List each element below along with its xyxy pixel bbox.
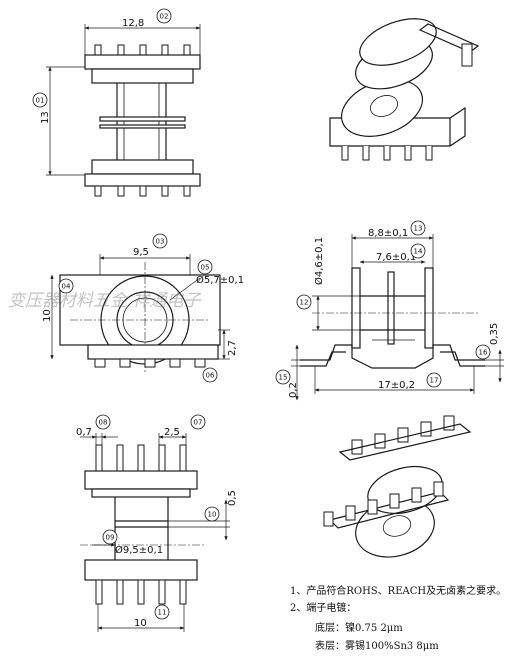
dim-diameter-9-5: Ø9,5±0,1 bbox=[115, 544, 163, 556]
dim-diameter-5-7: Ø5,7±0,1 bbox=[196, 274, 244, 286]
note-line-2: 2、端子电镀： bbox=[290, 601, 356, 614]
dim-length-17: 17±0,2 bbox=[378, 380, 415, 391]
dim-pitch-2-5: 2,5 bbox=[164, 427, 180, 438]
dim-diameter-4-6: Ø4,6±0,1 bbox=[313, 237, 325, 285]
balloon-06: 06 bbox=[206, 372, 215, 380]
dim-0-5: 0,5 bbox=[227, 490, 238, 506]
balloon-16: 16 bbox=[479, 349, 488, 357]
balloon-09: 09 bbox=[106, 534, 115, 542]
side-pins bbox=[87, 344, 219, 368]
balloon-04: 04 bbox=[62, 283, 71, 291]
note-line-4: 表层：雾锡100%Sn3 8μm bbox=[315, 639, 439, 652]
dim-height-13: 13 bbox=[40, 111, 51, 124]
bottom-view: 0,7 08 2,5 07 0,5 10 Ø9,5±0,1 09 10 11 bbox=[76, 414, 238, 632]
dim-height-10: 10 bbox=[42, 309, 53, 322]
balloon-12: 12 bbox=[300, 299, 309, 307]
balloon-05: 05 bbox=[201, 264, 210, 272]
balloon-02: 02 bbox=[160, 13, 169, 21]
balloon-08: 08 bbox=[99, 419, 108, 427]
side-view: 9,5 03 05 Ø5,7±0,1 10 04 2,7 06 bbox=[42, 233, 244, 383]
notes-block: 1、产品符合ROHS、REACH及无卤素之要求。 2、端子电镀： 底层：镍0.7… bbox=[290, 584, 506, 652]
iso-bottom-top-pins bbox=[351, 415, 455, 455]
balloon-14: 14 bbox=[414, 248, 423, 256]
balloon-01: 01 bbox=[36, 97, 45, 105]
balloon-17: 17 bbox=[430, 377, 439, 385]
balloon-10: 10 bbox=[208, 511, 217, 519]
front-view: 12,8 02 13 01 bbox=[32, 8, 201, 197]
balloon-07: 07 bbox=[194, 419, 203, 427]
balloon-11: 11 bbox=[158, 609, 167, 617]
balloon-15: 15 bbox=[279, 374, 288, 382]
top-pins bbox=[94, 44, 191, 56]
iso-pins bbox=[341, 146, 433, 161]
note-line-3: 底层：镍0.75 2μm bbox=[315, 621, 403, 634]
balloon-13: 13 bbox=[414, 225, 423, 233]
dim-width-8-8: 8,8±0,1 bbox=[368, 228, 408, 239]
dim-width-12-8: 12,8 bbox=[122, 18, 144, 29]
section-view: 8,8±0,1 13 7,6±0,1 14 Ø4,6±0,1 12 0,35 1… bbox=[275, 220, 504, 401]
dim-width-9-5: 9,5 bbox=[133, 247, 149, 258]
dim-0-35: 0,35 bbox=[489, 323, 500, 345]
dim-height-2-7: 2,7 bbox=[227, 340, 238, 356]
note-line-1: 1、产品符合ROHS、REACH及无卤素之要求。 bbox=[290, 584, 506, 597]
iso-bottom-lower-pins bbox=[323, 481, 444, 527]
isometric-view-bottom bbox=[323, 415, 472, 558]
dim-width-7-6: 7,6±0,1 bbox=[376, 252, 416, 263]
isometric-view-top bbox=[329, 18, 480, 161]
dim-0-2: 0,2 bbox=[288, 382, 299, 398]
watermark-text: 变压器材料五金 祥通电子 bbox=[8, 291, 201, 311]
bottom-view-pins-top bbox=[95, 444, 187, 472]
bottom-pins bbox=[94, 185, 191, 197]
dim-pin-width-0-7: 0,7 bbox=[76, 427, 92, 438]
bottom-view-pins-bottom bbox=[95, 579, 187, 605]
balloon-03: 03 bbox=[156, 238, 165, 246]
dim-width-10: 10 bbox=[134, 618, 147, 629]
